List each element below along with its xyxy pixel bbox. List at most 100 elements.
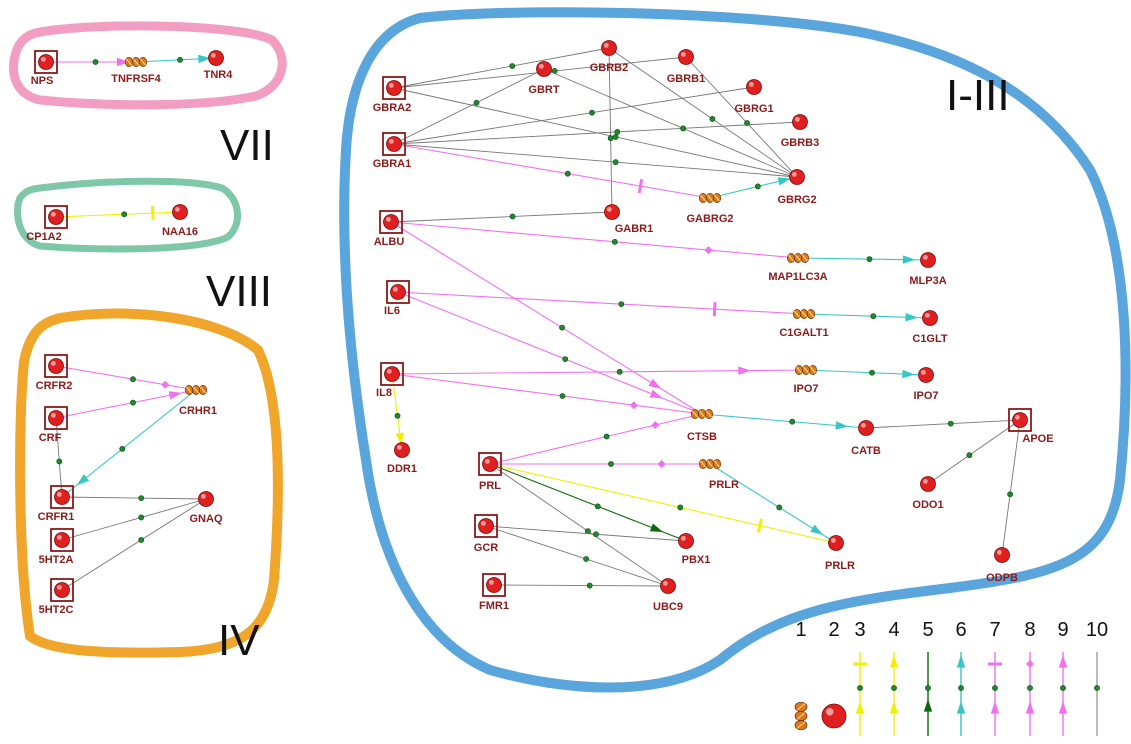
edge-midpoint-dot — [789, 418, 796, 425]
node-5ht2c[interactable]: 5HT2C — [39, 578, 74, 616]
edge-midpoint-dot — [1027, 685, 1033, 691]
legend-number: 9 — [1057, 619, 1068, 641]
edge-line — [393, 87, 798, 178]
node-apoe[interactable]: APOE — [1008, 408, 1054, 445]
node-crhr1[interactable]: CRHR1 — [179, 384, 217, 417]
node-label: PRLR — [825, 560, 855, 572]
node-crf[interactable]: CRF — [39, 406, 68, 444]
node-il6[interactable]: IL6 — [384, 280, 410, 317]
node-naa16[interactable]: NAA16 — [162, 204, 198, 239]
protein-icon — [678, 533, 694, 549]
protein-icon — [601, 40, 617, 56]
node-ipo7g[interactable]: IPO7 — [793, 364, 819, 395]
node-il8[interactable]: IL8 — [376, 362, 404, 399]
protein-icon — [54, 532, 70, 548]
legend-number: 6 — [955, 619, 966, 641]
edge-PRL-UBC9 — [489, 463, 669, 587]
protein-highlight — [174, 206, 180, 212]
node-albu[interactable]: ALBU — [374, 210, 405, 248]
node-label: GBRG1 — [734, 103, 773, 115]
node-prlrg[interactable]: PRLR — [699, 458, 739, 491]
edge-midpoint-dot — [564, 170, 571, 177]
protein-icon — [789, 169, 805, 185]
node-5ht2a[interactable]: 5HT2A — [39, 528, 74, 566]
binding-diamond — [161, 380, 170, 389]
node-label: CRFR1 — [38, 511, 75, 523]
node-ddr1[interactable]: DDR1 — [387, 442, 417, 476]
node-label: TNFRSF4 — [111, 73, 161, 85]
node-c1glt[interactable]: C1GLT — [912, 310, 948, 346]
protein-highlight — [538, 63, 544, 69]
node-fmr1[interactable]: FMR1 — [479, 573, 509, 612]
node-gbrb1[interactable]: GBRB1 — [667, 49, 706, 86]
arrow-head — [810, 524, 824, 535]
protein-icon — [383, 214, 399, 230]
node-ctsb[interactable]: CTSB — [687, 408, 717, 443]
edge-line — [927, 419, 1021, 485]
node-gbrg1[interactable]: GBRG1 — [734, 79, 774, 116]
edge-midpoint-dot — [603, 433, 610, 440]
node-frame — [1008, 408, 1032, 432]
binding-diamond — [651, 421, 660, 429]
protein-icon — [198, 491, 214, 507]
node-crfr1[interactable]: CRFR1 — [38, 485, 75, 523]
gene-rung — [699, 410, 705, 418]
node-mlp3a[interactable]: MLP3A — [909, 252, 947, 288]
node-odpb[interactable]: ODPB — [986, 547, 1018, 585]
node-gabr1[interactable]: GABR1 — [604, 204, 654, 236]
node-prl[interactable]: PRL — [478, 452, 502, 492]
node-tnfrsf4[interactable]: TNFRSF4 — [111, 57, 162, 85]
node-catb[interactable]: CATB — [851, 420, 881, 458]
arrow-head — [889, 701, 899, 714]
legend-item-2: 2 — [821, 619, 847, 729]
node-odo1[interactable]: ODO1 — [912, 476, 944, 512]
legend-number: 2 — [828, 619, 839, 641]
node-tnr4[interactable]: TNR4 — [204, 50, 234, 82]
protein-highlight — [922, 254, 928, 260]
node-label: PRLR — [709, 479, 739, 491]
legend-number: 4 — [888, 619, 899, 641]
node-c1galt1[interactable]: C1GALT1 — [779, 308, 829, 339]
arrow-head — [902, 369, 915, 379]
node-frame — [382, 76, 406, 100]
edge-midpoint-dot — [947, 420, 954, 427]
node-label: IPO7 — [913, 390, 938, 402]
node-label: GBRA1 — [373, 158, 412, 170]
node-ipo7[interactable]: IPO7 — [913, 367, 939, 403]
node-gbrb3[interactable]: GBRB3 — [781, 114, 820, 150]
node-crfr2[interactable]: CRFR2 — [36, 354, 73, 392]
cluster-boundary-iv — [15, 308, 283, 658]
protein-highlight — [920, 369, 926, 375]
edge-GBRA1-GBRG2 — [393, 143, 798, 178]
node-gnaq[interactable]: GNAQ — [190, 491, 223, 526]
protein-icon — [48, 410, 64, 426]
edge-PRL-PRLR — [489, 463, 837, 544]
node-gbrt[interactable]: GBRT — [528, 61, 560, 97]
node-prlr[interactable]: PRLR — [825, 535, 855, 573]
node-frame — [380, 362, 404, 386]
node-gbrb2[interactable]: GBRB2 — [590, 40, 629, 75]
node-pbx1[interactable]: PBX1 — [678, 533, 711, 567]
gene-rung — [808, 310, 814, 318]
arrow-head — [956, 701, 966, 714]
node-gabrg2[interactable]: GABRG2 — [686, 192, 734, 225]
node-gbra2[interactable]: GBRA2 — [373, 76, 412, 114]
legend-item-3: 3 — [853, 619, 867, 736]
protein-highlight — [388, 82, 394, 88]
node-gcr[interactable]: GCR — [474, 514, 499, 554]
node-gbra1[interactable]: GBRA1 — [373, 132, 412, 170]
node-gbrg2[interactable]: GBRG2 — [777, 169, 817, 207]
node-cp1a2[interactable]: CP1A2 — [26, 205, 68, 243]
node-nps[interactable]: NPS — [31, 50, 58, 87]
edge-midpoint-dot — [612, 134, 619, 140]
arrow-head — [1058, 655, 1068, 668]
gene-rung — [707, 460, 713, 468]
arrow-head — [855, 701, 865, 714]
edge-midpoint-dot — [925, 685, 931, 691]
node-ubc9[interactable]: UBC9 — [653, 578, 683, 614]
protein-icon — [386, 136, 402, 152]
node-map1lc3a[interactable]: MAP1LC3A — [768, 252, 828, 283]
node-label: ODPB — [986, 572, 1018, 584]
protein-highlight — [606, 206, 612, 212]
node-label: GBRT — [528, 84, 559, 96]
